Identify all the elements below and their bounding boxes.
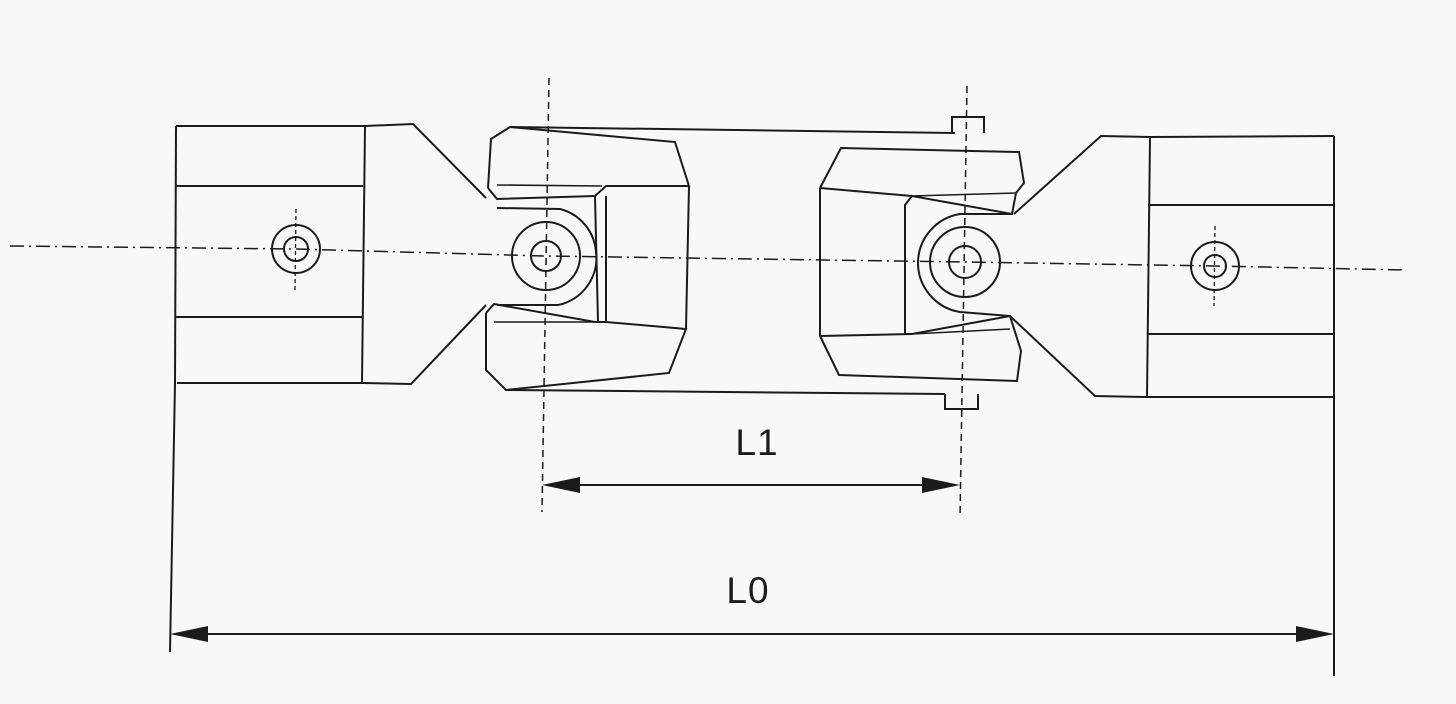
left-hub-step-line: [361, 125, 366, 384]
center-shaft-top-edge: [509, 126, 956, 134]
left-hub-outline: [176, 122, 487, 199]
left-hub: [174, 122, 487, 386]
left-pin-axis: [541, 77, 550, 513]
right-yoke: [819, 116, 1026, 410]
right-yoke-lower-ear: [819, 314, 1023, 383]
right-yoke-pin-lug: [916, 213, 1012, 317]
right-hub-outline-top: [1013, 134, 1335, 215]
right-yoke-upper-chamfer: [911, 192, 1017, 197]
right-hub-step-line: [1146, 136, 1151, 398]
right-yoke-inner-slot: [904, 195, 913, 335]
left-set-screw-axis: [294, 208, 297, 291]
l0-arrow-right: [1296, 626, 1334, 642]
right-cross-pin-bottom: [944, 394, 979, 410]
l0-extension-left: [169, 382, 176, 653]
left-yoke: [485, 125, 691, 392]
left-yoke-pin-lug: [496, 207, 598, 306]
left-hub-end-face: [174, 125, 177, 384]
right-hub: [1009, 134, 1335, 398]
right-set-screw-axis: [1213, 225, 1216, 307]
left-yoke-back-face: [685, 185, 690, 330]
l1-label: L1: [735, 422, 778, 463]
right-cross-pin-top: [951, 116, 985, 133]
dimension-l1: L1: [542, 422, 960, 493]
l1-arrow-left: [542, 477, 580, 493]
main-center-line: [9, 245, 1407, 271]
right-pin-boss: [929, 226, 1001, 298]
left-yoke-upper-chamfer: [496, 184, 603, 187]
center-shaft-bottom-edge: [505, 389, 946, 395]
left-yoke-upper-ear: [487, 125, 691, 201]
l0-arrow-left: [170, 626, 208, 642]
right-hub-outline-bottom: [1009, 315, 1334, 398]
l0-label: L0: [726, 570, 769, 611]
l1-arrow-right: [922, 477, 960, 493]
right-pin-axis: [959, 85, 968, 519]
right-yoke-upper-ear: [819, 146, 1026, 216]
left-yoke-lower-ear: [485, 302, 688, 392]
left-hub-outline-bottom: [177, 304, 487, 386]
dimension-l0: L0: [169, 382, 1335, 676]
right-yoke-lower-chamfer: [911, 328, 1011, 335]
